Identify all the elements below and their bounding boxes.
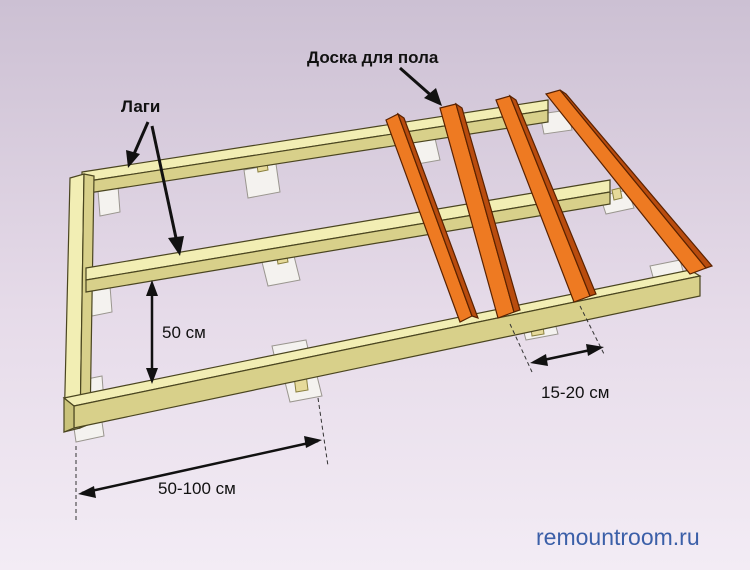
floor-board [439, 102, 521, 319]
joist-near [62, 269, 702, 433]
support-spacing-label: 50-100 см [158, 479, 236, 498]
floor-board-arrow [399, 66, 442, 106]
floor-board-label: Доска для пола [307, 48, 439, 67]
joists-arrow-far [126, 121, 150, 168]
floor-boards [385, 89, 714, 323]
board-spacing-label: 15-20 см [541, 383, 609, 402]
floor-board [495, 94, 597, 303]
annotations: Доска для пола Лаги 50 см [75, 48, 609, 520]
joist-middle [85, 179, 611, 293]
joist-spacing-dimension [146, 280, 158, 384]
joists-arrow-middle [150, 125, 184, 256]
joist-left [63, 173, 95, 433]
floor-board [544, 89, 714, 275]
joists-label: Лаги [121, 97, 160, 116]
support-spacing-dimension [75, 397, 329, 520]
floor-board [385, 112, 479, 323]
board-spacing-dimension [509, 305, 605, 373]
site-watermark: remountroom.ru [536, 524, 700, 550]
joist-spacing-label: 50 см [162, 323, 206, 342]
support-pads [71, 109, 687, 443]
